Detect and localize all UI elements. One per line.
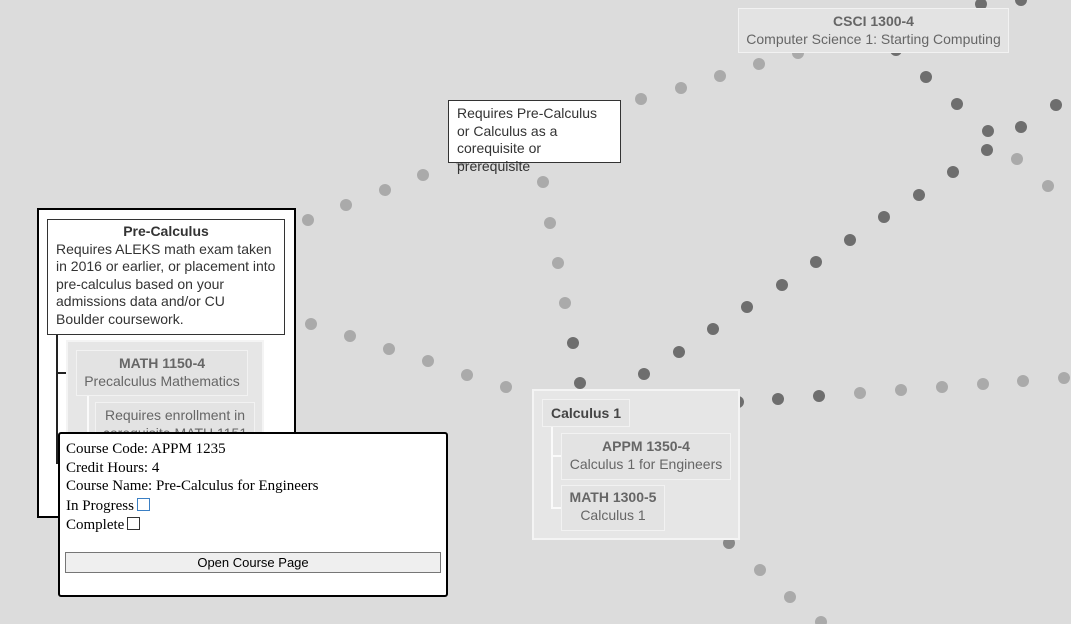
path-dot	[302, 214, 314, 226]
path-dot	[772, 393, 784, 405]
path-dot	[936, 381, 948, 393]
in-progress-checkbox[interactable]	[136, 497, 150, 511]
group-connector-line	[56, 334, 58, 464]
course-name: Calculus 1	[580, 506, 646, 523]
course-name: Calculus 1 for Engineers	[569, 455, 723, 472]
path-dot	[537, 176, 549, 188]
course-code: MATH 1150-4	[118, 355, 206, 371]
path-dot	[461, 369, 473, 381]
path-dot	[714, 70, 726, 82]
complete-label: Complete	[66, 517, 125, 533]
path-dot	[1015, 0, 1027, 6]
course-name-row: Course Name: Pre-Calculus for Engineers	[66, 478, 319, 494]
corequisite-box: Requires enrollment in corequisite MATH …	[95, 402, 255, 434]
path-dot	[815, 616, 827, 624]
path-dot	[977, 378, 989, 390]
path-dot	[1011, 153, 1023, 165]
course-node-appm-1350[interactable]: APPM 1350-4 Calculus 1 for Engineers	[561, 433, 731, 480]
course-code-value: APPM 1235	[151, 441, 226, 457]
path-dot	[723, 537, 735, 549]
path-dot	[753, 58, 765, 70]
in-progress-row: In Progress	[66, 497, 440, 516]
path-dot	[1015, 121, 1027, 133]
path-dot	[422, 355, 434, 367]
path-dot	[707, 323, 719, 335]
corequisite-note: Requires Pre-Calculus or Calculus as a c…	[448, 100, 621, 174]
path-dot	[305, 318, 317, 330]
path-dot	[741, 301, 753, 313]
in-progress-label: In Progress	[66, 497, 134, 514]
path-dot	[784, 591, 796, 603]
precalculus-requirement-box: Pre-Calculus Requires ALEKS math exam ta…	[47, 219, 285, 335]
group-title: Calculus 1	[542, 399, 630, 427]
open-course-page-button[interactable]: Open Course Page	[65, 552, 441, 573]
path-dot	[344, 330, 356, 342]
group-title: Pre-Calculus	[123, 223, 209, 239]
course-code-row: Course Code: APPM 1235	[66, 441, 226, 457]
calculus-1-group: Calculus 1 APPM 1350-4 Calculus 1 for En…	[532, 389, 740, 540]
path-dot	[913, 189, 925, 201]
path-dot	[947, 166, 959, 178]
path-dot	[920, 71, 932, 83]
path-dot	[951, 98, 963, 110]
course-code: CSCI 1300-4	[833, 13, 914, 29]
path-dot	[383, 343, 395, 355]
course-code: MATH 1300-5	[569, 489, 657, 505]
course-node-csci-1300[interactable]: CSCI 1300-4 Computer Science 1: Starting…	[738, 8, 1009, 53]
course-detail-popup: Course Code: APPM 1235 Credit Hours: 4 C…	[58, 432, 448, 597]
path-dot	[1017, 375, 1029, 387]
path-dot	[379, 184, 391, 196]
path-dot	[544, 217, 556, 229]
path-dot	[981, 144, 993, 156]
complete-checkbox[interactable]	[127, 517, 141, 530]
path-dot	[813, 390, 825, 402]
path-dot	[675, 82, 687, 94]
path-dot	[754, 564, 766, 576]
path-dot	[417, 169, 429, 181]
path-dot	[1042, 180, 1054, 192]
path-dot	[895, 384, 907, 396]
group-requirement: Requires ALEKS math exam taken in 2016 o…	[56, 240, 276, 327]
path-dot	[673, 346, 685, 358]
path-dot	[982, 125, 994, 137]
path-dot	[340, 199, 352, 211]
path-dot	[567, 337, 579, 349]
path-dot	[635, 93, 647, 105]
path-dot	[1050, 99, 1062, 111]
path-dot	[559, 297, 571, 309]
path-dot	[552, 257, 564, 269]
credit-hours-value: 4	[151, 459, 160, 476]
course-name-value: Pre-Calculus for Engineers	[155, 478, 319, 494]
course-name: Precalculus Mathematics	[84, 373, 240, 389]
path-dot	[776, 279, 788, 291]
group-connector-branch	[56, 372, 66, 374]
path-dot	[810, 256, 822, 268]
course-node-math-1150[interactable]: MATH 1150-4 Precalculus Mathematics	[76, 350, 248, 396]
path-dot	[844, 234, 856, 246]
credit-hours-row: Credit Hours: 4	[66, 459, 160, 476]
path-dot	[854, 387, 866, 399]
path-dot	[1058, 372, 1070, 384]
path-dot	[638, 368, 650, 380]
course-code: APPM 1350-4	[602, 438, 690, 454]
path-dot	[975, 0, 987, 10]
course-node-math-1300[interactable]: MATH 1300-5 Calculus 1	[561, 485, 665, 531]
path-dot	[574, 377, 586, 389]
course-name: Computer Science 1: Starting Computing	[746, 31, 1001, 47]
complete-row: Complete	[66, 516, 440, 535]
path-dot	[878, 211, 890, 223]
path-dot	[500, 381, 512, 393]
math-1150-subgroup: MATH 1150-4 Precalculus Mathematics Requ…	[66, 340, 264, 436]
